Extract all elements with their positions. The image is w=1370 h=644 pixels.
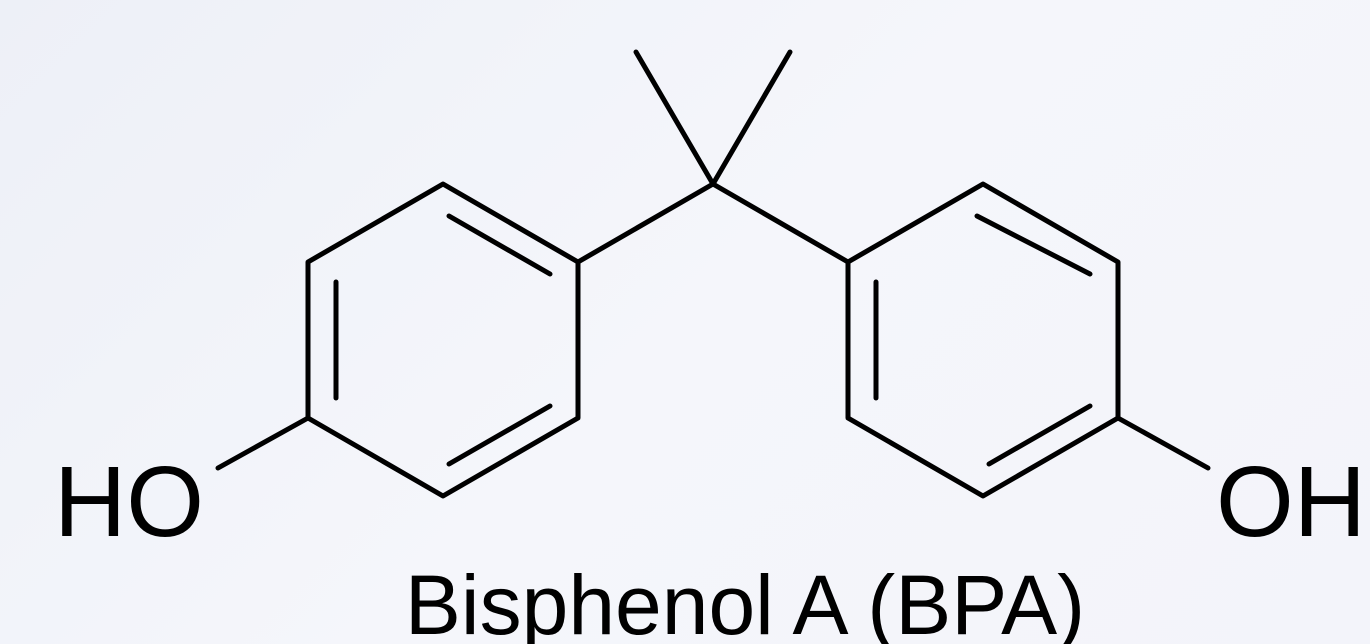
central-carbon bbox=[575, 49, 851, 265]
left-ring-double-bond-top bbox=[446, 213, 553, 277]
right-benzene-ring bbox=[845, 181, 1211, 499]
left-hydroxyl-bond bbox=[215, 415, 311, 471]
right-ring-outline bbox=[845, 181, 1121, 499]
bond-to-right-ring bbox=[710, 181, 851, 265]
methyl-bond-right bbox=[710, 49, 793, 187]
right-hydroxyl-bond bbox=[1115, 415, 1211, 471]
right-ring-double-bond-bottom bbox=[986, 403, 1093, 467]
left-benzene-ring bbox=[215, 181, 581, 499]
molecule-name-caption: Bisphenol A (BPA) bbox=[405, 558, 1085, 644]
methyl-bond-left bbox=[633, 49, 716, 187]
left-hydroxyl-label: HO bbox=[54, 446, 204, 558]
right-ring-double-bond-top bbox=[974, 213, 1093, 277]
bond-to-left-ring bbox=[575, 181, 716, 265]
right-hydroxyl-label: OH bbox=[1216, 446, 1366, 558]
left-ring-outline bbox=[305, 181, 581, 499]
left-ring-double-bond-bottom bbox=[446, 403, 553, 467]
